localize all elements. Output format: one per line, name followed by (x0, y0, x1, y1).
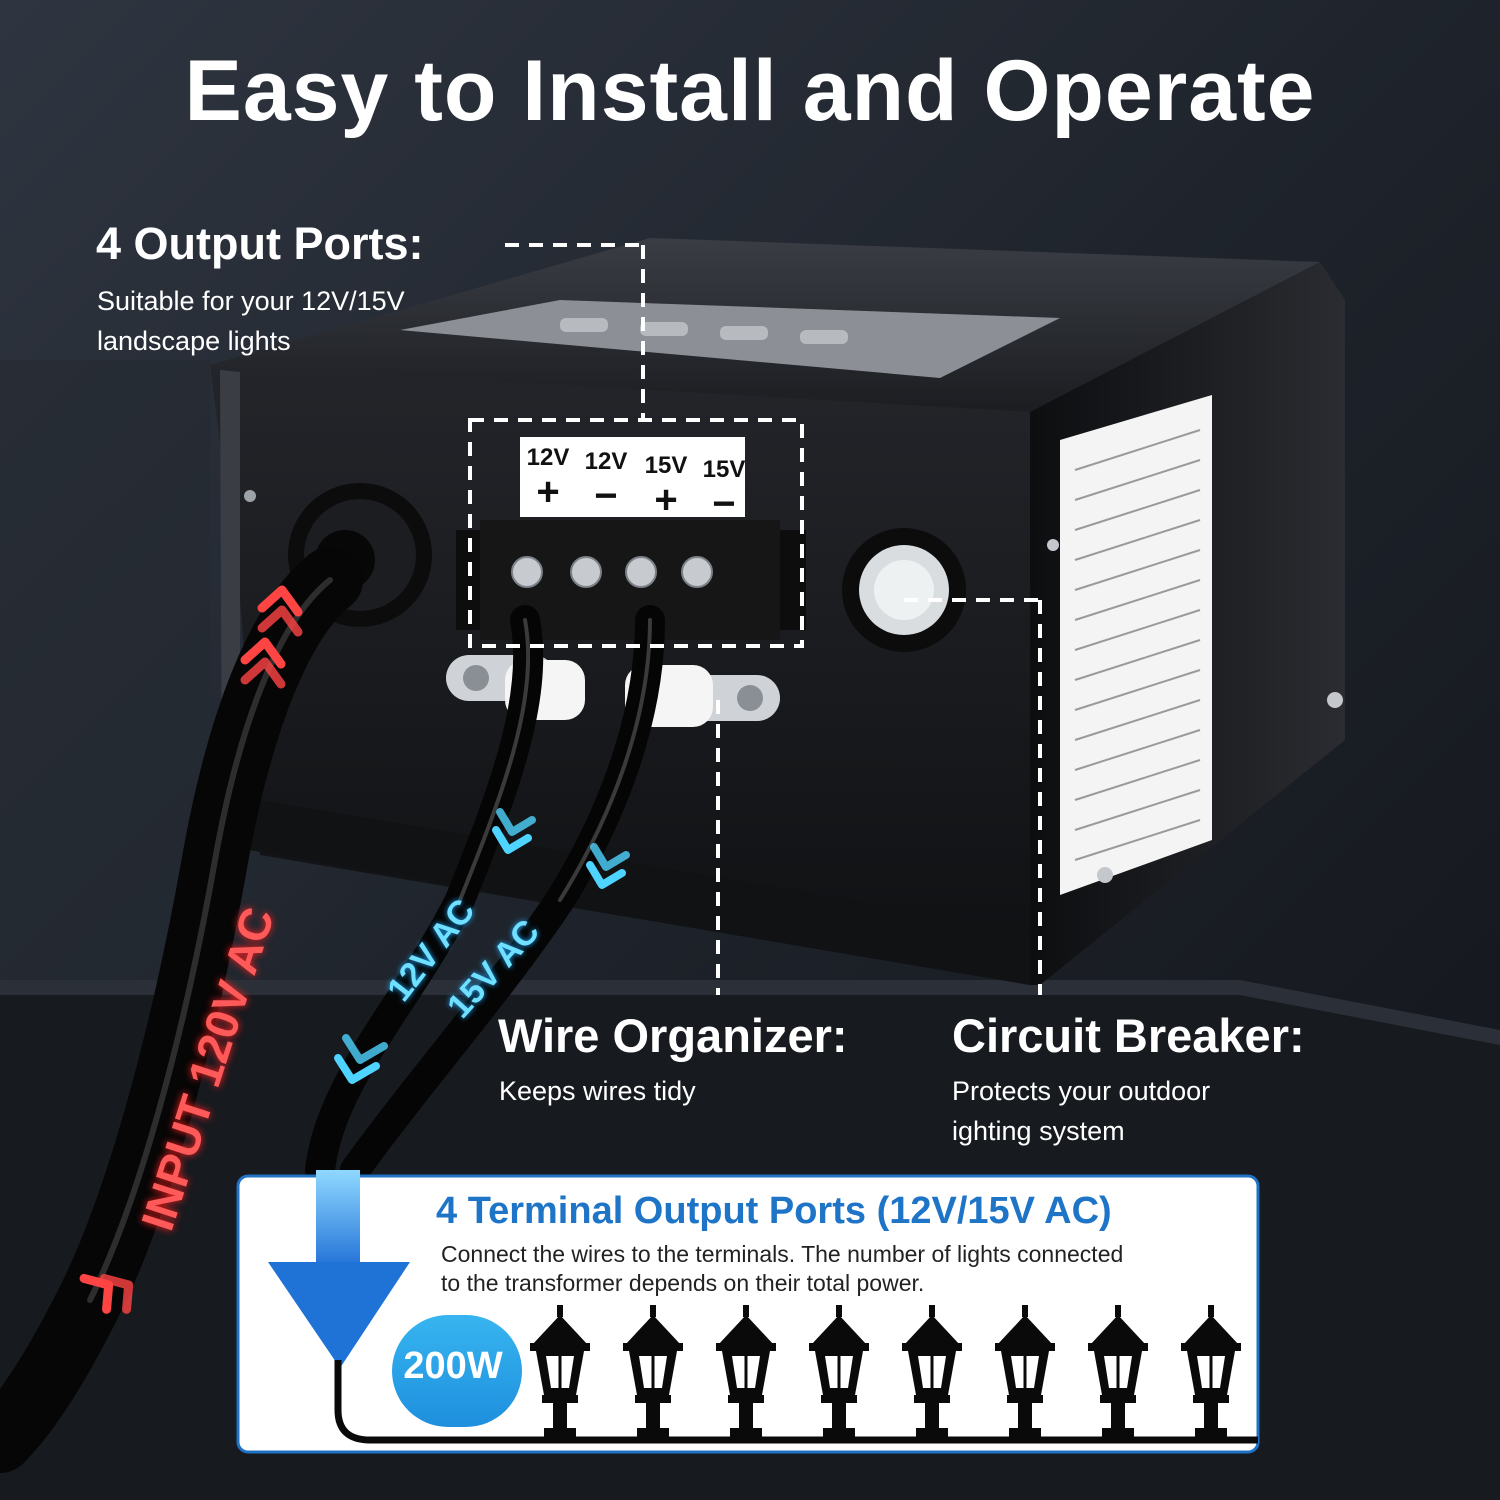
terminal-sign-2: − (594, 474, 618, 518)
lamp-icon (1088, 1305, 1148, 1440)
output-ports-desc-2: landscape lights (97, 326, 291, 356)
terminal-label-1: 12V (526, 444, 570, 471)
lamp-icon (1181, 1305, 1241, 1440)
circuit-breaker-desc-2: ighting system (952, 1116, 1125, 1146)
terminal-sign-4: − (712, 482, 736, 526)
info-card-title: 4 Terminal Output Ports (12V/15V AC) (436, 1190, 1112, 1232)
input-chevrons (79, 585, 303, 1314)
output-wires (305, 605, 665, 1185)
lamp-icon (995, 1305, 1055, 1440)
wire-organizer-desc: Keeps wires tidy (499, 1076, 696, 1106)
circuit-breaker-button (842, 528, 966, 652)
warning-label (1060, 395, 1212, 895)
lamp-wire (334, 1360, 1258, 1444)
terminal-label-3: 15V (644, 452, 688, 479)
circuit-breaker-heading: Circuit Breaker: (952, 1009, 1305, 1062)
page-title: Easy to Install and Operate (184, 43, 1316, 139)
lamp-icon (716, 1305, 776, 1440)
transformer-housing (210, 238, 1345, 985)
rear-block (0, 360, 210, 980)
lamp-icon (623, 1305, 683, 1440)
callout-lines (468, 243, 1042, 995)
terminal-label-2: 12V (584, 448, 628, 475)
lamp-row (530, 1305, 1241, 1440)
wire-organizer-heading: Wire Organizer: (498, 1009, 848, 1062)
circuit-breaker-desc-1: Protects your outdoor (952, 1076, 1211, 1106)
table-edge (0, 980, 1500, 1045)
terminal-label-4: 15V (702, 456, 746, 483)
output-ports-heading: 4 Output Ports: (96, 218, 424, 269)
terminal-sign-3: + (654, 478, 678, 522)
output-chevrons (334, 808, 630, 1084)
power-limit-label: ≤ 200W (372, 1345, 503, 1387)
power-limit-badge (392, 1315, 522, 1427)
lamp-icon (530, 1305, 590, 1440)
terminal-block (456, 437, 806, 640)
lamp-icon (809, 1305, 869, 1440)
info-card-desc-1: Connect the wires to the terminals. The … (441, 1241, 1124, 1267)
info-card-desc-2: to the transformer depends on their tota… (441, 1270, 925, 1296)
power-arrow (268, 1170, 410, 1368)
terminal-sign-1: + (536, 470, 560, 514)
input-cable (0, 547, 363, 1473)
lamp-icon (902, 1305, 962, 1440)
output-ports-desc-1: Suitable for your 12V/15V (97, 286, 405, 316)
